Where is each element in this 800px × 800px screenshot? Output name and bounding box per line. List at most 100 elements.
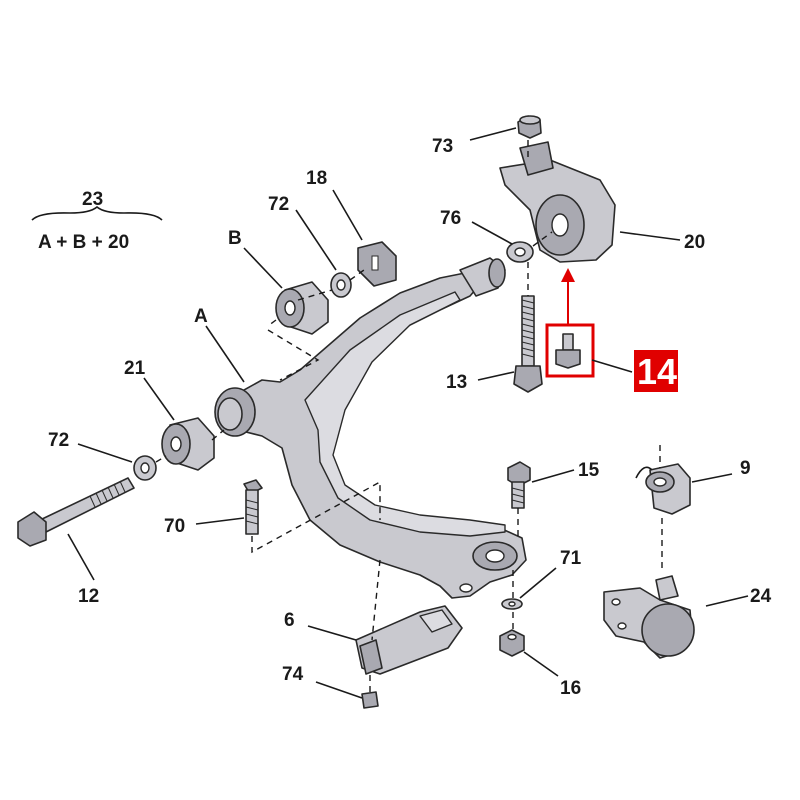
callout-16: 16	[560, 678, 581, 699]
formula-block: 23 A + B + 20	[31, 189, 163, 253]
part-9-collar	[635, 463, 691, 515]
bushing-B-bore	[284, 300, 296, 316]
axis-21	[155, 429, 225, 463]
callout-12: 12	[78, 586, 99, 607]
callout-73: 73	[432, 136, 453, 157]
bolt-12-shank	[39, 477, 135, 533]
clamp-18-slot	[371, 255, 379, 271]
bolt-13-threads	[521, 299, 535, 358]
callout-14-badge: 14	[634, 350, 678, 392]
part-18-clamp	[357, 241, 397, 287]
part-74-stud	[361, 691, 379, 709]
callout-76: 76	[440, 208, 461, 229]
leader-72-left	[77, 443, 133, 463]
callout-20: 20	[684, 232, 705, 253]
ball-joint-24-hole-2	[617, 622, 627, 630]
callout-18: 18	[306, 168, 327, 189]
leader-72-top	[295, 209, 337, 271]
part-12-bolt	[17, 477, 135, 547]
ball-joint-24-hole-1	[611, 598, 621, 606]
leader-B	[243, 247, 283, 289]
part-14-highlight-box	[545, 323, 595, 378]
part-6-bracket	[355, 605, 463, 675]
leader-lines	[67, 127, 749, 699]
collar-9-tab	[635, 466, 653, 479]
axis-9-24	[659, 445, 663, 572]
leader-74	[315, 681, 363, 699]
arm-ball-joint-hole	[485, 549, 505, 563]
leader-14	[591, 359, 633, 373]
axis-15	[512, 508, 519, 630]
leader-21	[143, 377, 175, 421]
callout-74: 74	[282, 664, 304, 685]
bolt-14-shank	[562, 333, 574, 351]
axis-B-to-arm	[267, 329, 320, 381]
callout-70: 70	[164, 516, 185, 537]
washer-72-left-hole	[140, 462, 150, 474]
leader-16	[523, 651, 559, 677]
control-arm-rib	[304, 291, 506, 537]
formula-brace	[31, 205, 163, 221]
leader-24	[705, 595, 749, 607]
formula-total: 23	[82, 189, 103, 210]
callout-13: 13	[446, 372, 467, 393]
part-13-bolt	[513, 295, 543, 393]
callout-15: 15	[578, 460, 600, 481]
callout-6: 6	[284, 610, 295, 631]
axis-76	[532, 231, 553, 247]
formula-expression: A + B + 20	[38, 232, 129, 253]
leader-A	[205, 325, 245, 383]
callout-71: 71	[560, 548, 582, 569]
washer-76-hole	[514, 247, 526, 257]
bolt-14-head	[555, 349, 581, 369]
callout-labels: 73 18 72 76 B A 20 21 13 72 15 9 70 71 1…	[48, 136, 772, 699]
nut-73-top	[519, 115, 541, 125]
leader-9	[691, 473, 733, 483]
bracket-6-ear	[419, 609, 453, 633]
part-14-bolt	[555, 333, 581, 369]
bolt-70-threads	[245, 499, 259, 525]
washer-71-hole	[508, 601, 516, 607]
leader-15	[531, 469, 575, 483]
part-73-nut	[517, 115, 542, 139]
part-15-bolt	[507, 461, 531, 509]
leader-76	[471, 221, 513, 245]
leader-12	[67, 533, 95, 581]
arm-rear-spigot-end	[488, 258, 506, 288]
part-24-ball-joint	[603, 575, 695, 659]
bolt-70-shank	[245, 489, 259, 535]
rear-bushing-bracket	[519, 141, 554, 176]
part-70-bolt	[243, 479, 263, 535]
callout-21: 21	[124, 358, 146, 379]
control-arm	[214, 257, 527, 599]
axis-B	[267, 269, 365, 327]
callout-72-top: 72	[268, 194, 289, 215]
collar-9-bore	[653, 477, 667, 487]
part-21-bushing	[161, 417, 215, 471]
callout-24: 24	[750, 586, 772, 607]
axis-70	[251, 480, 381, 554]
leader-20	[619, 231, 681, 241]
bolt-12-head	[17, 511, 47, 547]
callout-9: 9	[740, 458, 751, 479]
part-14-arrow-head	[561, 268, 575, 282]
bolt-12-threads	[89, 480, 126, 508]
callout-A: A	[194, 306, 208, 327]
callout-72-left: 72	[48, 430, 69, 451]
bushing-21-bore	[170, 436, 182, 452]
bolt-15-head	[507, 461, 531, 487]
ball-joint-24-ball	[641, 603, 695, 657]
stud-74-head	[361, 691, 379, 709]
bolt-15-threads	[511, 487, 525, 504]
bracket-6-flange	[359, 639, 383, 675]
leader-70	[195, 517, 245, 525]
leader-6	[307, 625, 357, 641]
bolt-13-head	[513, 365, 543, 393]
callout-B: B	[228, 228, 242, 249]
leader-73	[469, 127, 517, 141]
washer-72-top-hole	[336, 279, 346, 291]
leader-71	[519, 567, 557, 599]
ball-joint-24-stud	[655, 575, 679, 601]
